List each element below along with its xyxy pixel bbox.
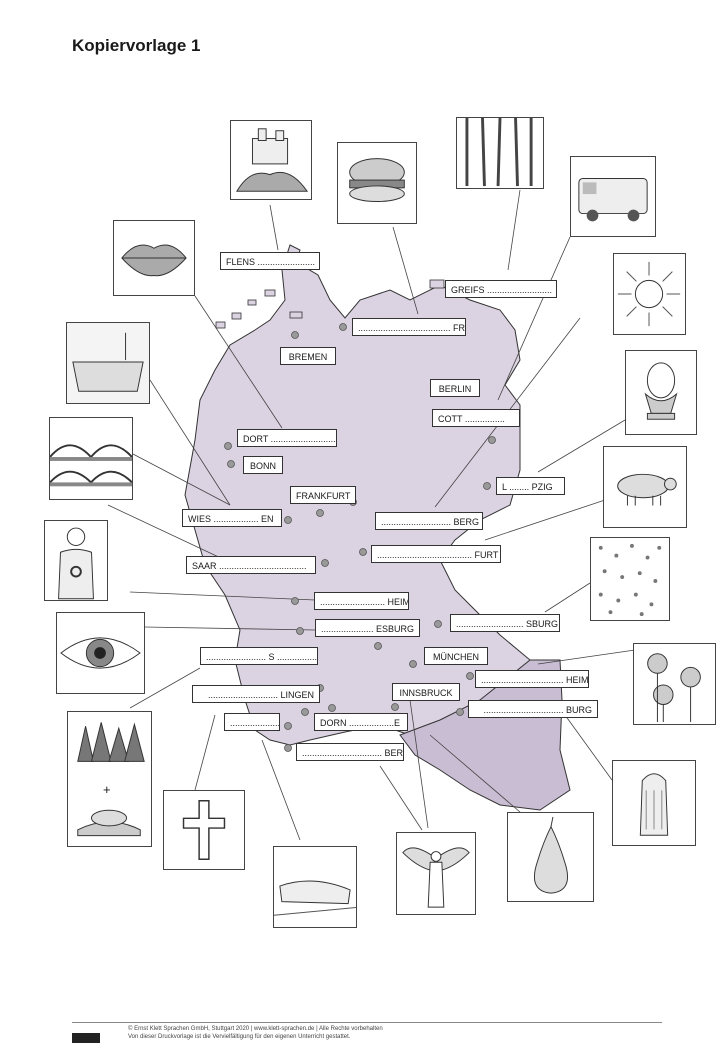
eye-icon xyxy=(56,612,145,694)
footer: © Ernst Klett Sprachen GmbH, Stuttgart 2… xyxy=(72,1022,662,1040)
label-burg[interactable]: ................................ BURG xyxy=(468,700,598,718)
label-bonn: BONN xyxy=(243,456,283,474)
plus-sign: + xyxy=(103,782,111,797)
bridge-icon xyxy=(49,417,133,500)
label-flens[interactable]: FLENS ....................... xyxy=(220,252,320,270)
lips-icon xyxy=(113,220,195,296)
label-innsbruck: INNSBRUCK xyxy=(392,683,460,701)
forest-hat-icon xyxy=(67,711,152,847)
label-greifs[interactable]: GREIFS .......................... xyxy=(445,280,557,298)
label-lingen[interactable]: ............................ LINGEN xyxy=(192,685,320,703)
label-sburg[interactable]: ........................... SBURG xyxy=(450,614,560,632)
salt-shaker-icon xyxy=(612,760,696,846)
bathtub-icon xyxy=(66,322,150,404)
label-heim-1[interactable]: .......................... HEIM xyxy=(314,592,409,610)
label-bremen: BREMEN xyxy=(280,347,336,365)
sun-icon xyxy=(613,253,686,335)
page-title: Kopiervorlage 1 xyxy=(72,36,201,55)
angel-icon xyxy=(396,832,476,915)
label-fr[interactable]: ..................................... FR xyxy=(352,318,466,336)
cross-icon xyxy=(163,790,245,870)
label-dorn[interactable]: DORN ..................E xyxy=(314,713,408,731)
label-blank[interactable]: ...................... xyxy=(224,713,280,731)
roses-icon xyxy=(633,643,716,725)
bus-icon xyxy=(570,156,656,237)
label-berg-1[interactable]: ............................ BERG xyxy=(375,512,483,530)
label-berlin: BERLIN xyxy=(430,379,480,397)
train-icon xyxy=(273,846,357,928)
footer-line-1: © Ernst Klett Sprachen GmbH, Stuttgart 2… xyxy=(128,1026,383,1032)
man-icon xyxy=(44,520,108,601)
austria-shape xyxy=(399,659,571,811)
pear-icon xyxy=(507,812,594,902)
label-saar[interactable]: SAAR ................................... xyxy=(186,556,316,574)
label-cott[interactable]: COTT ................ xyxy=(432,409,520,427)
footer-line-2: Von dieser Druckvorlage ist die Vervielf… xyxy=(128,1034,351,1040)
label-esburg[interactable]: ..................... ESBURG xyxy=(315,619,420,637)
egg-icon xyxy=(625,350,697,435)
forest-icon xyxy=(456,117,544,189)
label-l-pzig[interactable]: L ........ PZIG xyxy=(496,477,565,495)
label-heim-2[interactable]: ................................. HEIM xyxy=(475,670,589,688)
label-berg-2[interactable]: ................................ BERG xyxy=(296,743,404,761)
pig-icon xyxy=(603,446,687,528)
label-frankfurt: FRANKFURT xyxy=(290,486,356,504)
burger-icon xyxy=(337,142,417,224)
castle-icon xyxy=(230,120,312,200)
label-furt[interactable]: ...................................... F… xyxy=(371,545,501,563)
rain-icon xyxy=(590,537,670,621)
label-dort[interactable]: DORT ............................ xyxy=(237,429,337,447)
label-s[interactable]: ........................ S .............… xyxy=(200,647,318,665)
label-wies[interactable]: WIES .................. EN xyxy=(182,509,282,527)
publisher-logo xyxy=(72,1033,100,1043)
label-muenchen: MÜNCHEN xyxy=(424,647,488,665)
